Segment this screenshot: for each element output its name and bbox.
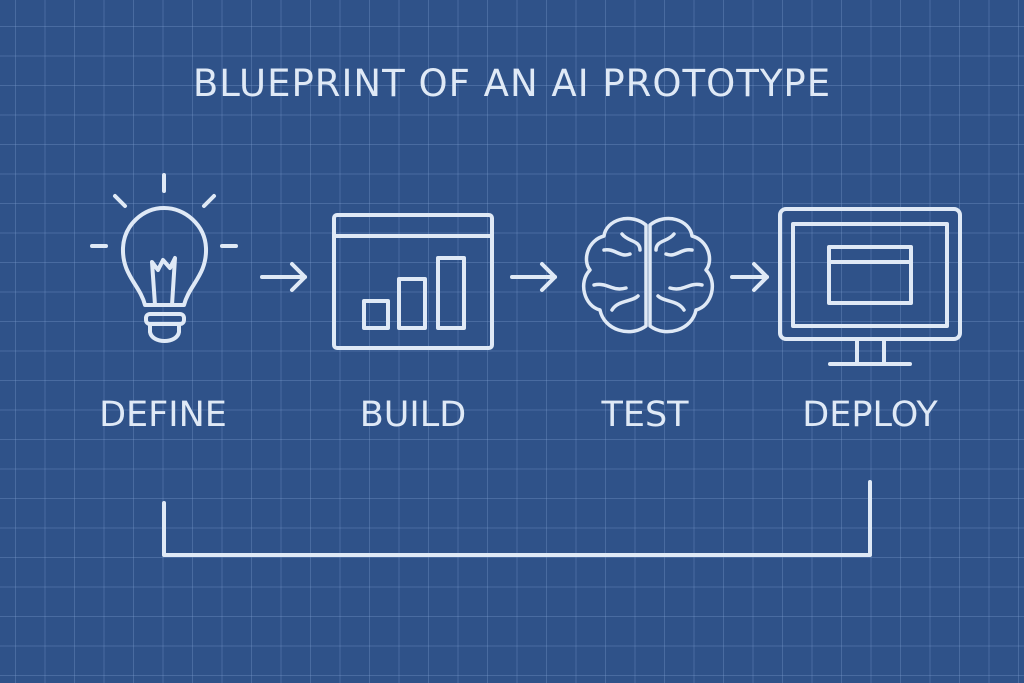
step-label-deploy: DEPLOY	[802, 395, 938, 435]
brain-icon	[581, 216, 715, 334]
step-label-build: BUILD	[359, 395, 467, 435]
diagram-title: BLUEPRINT OF AN AI PROTOTYPE	[192, 62, 832, 105]
feedback-loop-bracket	[162, 480, 872, 557]
arrow-icon	[730, 262, 769, 292]
bar-chart-window-icon	[332, 213, 494, 350]
step-label-test: TEST	[601, 395, 689, 435]
arrow-icon	[260, 262, 307, 292]
lightbulb-icon	[90, 173, 238, 343]
monitor-icon	[778, 207, 962, 366]
step-label-define: DEFINE	[99, 395, 227, 435]
arrow-icon	[510, 262, 557, 292]
